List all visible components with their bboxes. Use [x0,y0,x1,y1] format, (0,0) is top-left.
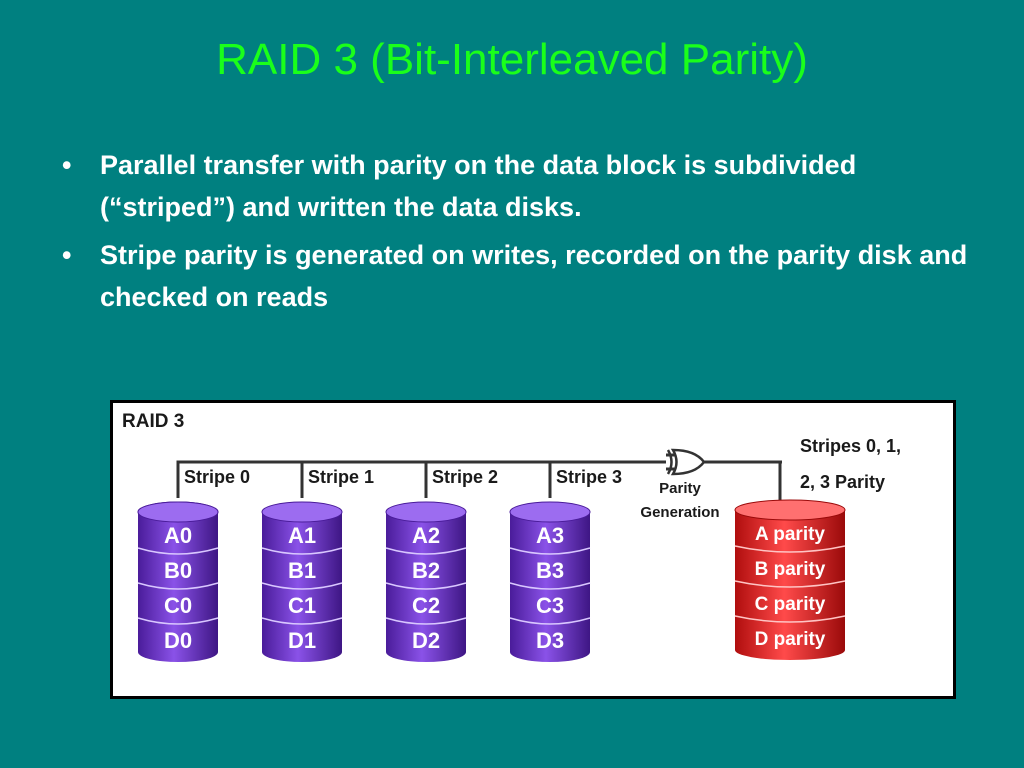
data-disk: A2 B2 C2 D2 [385,501,467,662]
disk-block-label: B1 [288,558,316,583]
disk-block-label: A1 [288,523,316,548]
data-disk: A0 B0 C0 D0 [137,501,219,662]
disk-platter [261,617,343,662]
disk-platter [734,615,846,660]
disk-block-label: B2 [412,558,440,583]
disk-block-label: C3 [536,593,564,618]
disk-block-label: D0 [164,628,192,653]
bullet-text: Stripe parity is generated on writes, re… [100,240,968,312]
stripes-parity-label: Stripes 0, 1, [800,436,901,456]
parity-disk: A parity B parity C parity D parity [734,499,846,660]
disk-platter [137,617,219,662]
disk-block-label: D3 [536,628,564,653]
disk-block-label: A0 [164,523,192,548]
parity-generation-label: Generation [640,504,719,521]
bullet-item: • Parallel transfer with parity on the d… [58,144,978,228]
disk-block-label: A2 [412,523,440,548]
disk-platter [385,617,467,662]
bullet-symbol: • [62,240,72,270]
disk-block-label: C2 [412,593,440,618]
bullet-list: • Parallel transfer with parity on the d… [58,144,978,324]
parity-generation-label: Parity [659,480,701,497]
disk-block-label: C0 [164,593,192,618]
raid3-diagram-canvas: RAID 3 Stripe 0 Stripe 1 Stripe 2 Stripe… [110,400,956,699]
slide-title: RAID 3 (Bit-Interleaved Parity) [216,35,808,84]
diagram-heading: RAID 3 [122,411,184,432]
stripe-label: Stripe 2 [432,467,498,487]
stripes-parity-label: 2, 3 Parity [800,472,885,492]
disk-block-label: D2 [412,628,440,653]
disk-block-label: C1 [288,593,316,618]
disk-block-label: D1 [288,628,316,653]
parity-block-label: D parity [755,629,826,650]
bullet-symbol: • [62,150,72,180]
parity-block-label: B parity [755,559,826,580]
data-disk: A1 B1 C1 D1 [261,501,343,662]
disk-platter [509,617,591,662]
stripe-label: Stripe 0 [184,467,250,487]
stripe-label: Stripe 1 [308,467,374,487]
disk-block-label: B3 [536,558,564,583]
raid3-diagram: RAID 3 Stripe 0 Stripe 1 Stripe 2 Stripe… [110,400,956,699]
bullet-item: • Stripe parity is generated on writes, … [58,234,978,318]
disk-block-label: B0 [164,558,192,583]
parity-block-label: A parity [755,524,825,545]
stripe-label: Stripe 3 [556,467,622,487]
disk-block-label: A3 [536,523,564,548]
parity-block-label: C parity [755,594,826,615]
xor-gate-icon [666,448,706,476]
stripe-bus [176,453,782,500]
bullet-text: Parallel transfer with parity on the dat… [100,150,857,222]
data-disk: A3 B3 C3 D3 [509,501,591,662]
